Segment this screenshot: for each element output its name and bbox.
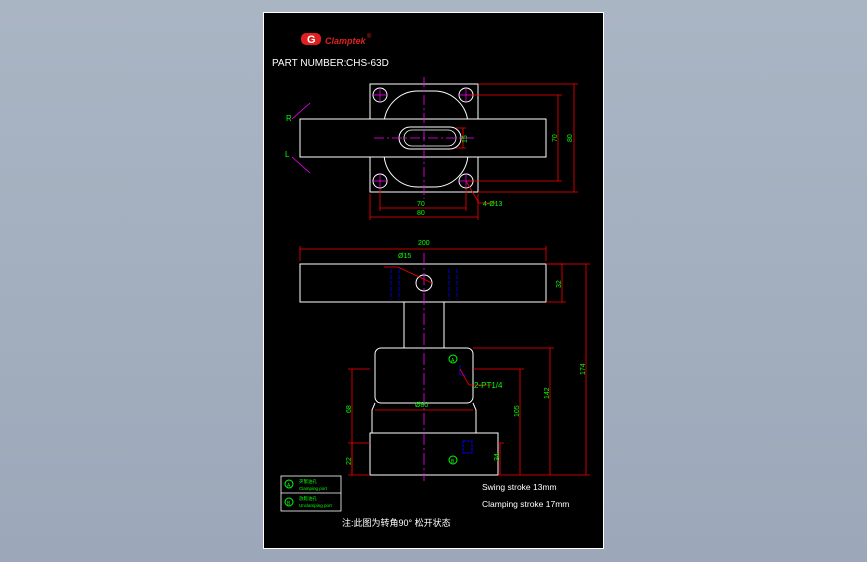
legend-a-mark: A — [287, 483, 291, 489]
dim-pin-diameter: Ø15 — [398, 253, 411, 260]
swing-direction-r-line — [291, 102, 311, 120]
dim-arm-length: 200 — [418, 240, 430, 247]
top-view: R L 70 80 70 80 15 4-Ø13 — [285, 77, 578, 220]
hole-callout: 4-Ø13 — [483, 201, 503, 208]
port-legend: A 夾緊油孔 Clamping port B 放鬆油孔 Unclamping p… — [280, 475, 342, 512]
logo-registered-mark: ® — [367, 33, 372, 40]
legend-a-circle — [284, 479, 294, 489]
logo-wordmark: Clamptek — [325, 36, 367, 46]
port-b-mark: B — [451, 459, 455, 465]
legend-b-en: Unclamping port — [299, 503, 333, 508]
spec-clamping-stroke: Clamping stroke 17mm — [482, 499, 569, 509]
dim-height-68: 68 — [346, 405, 353, 413]
port-a-circle — [448, 354, 458, 364]
front-arm-hidden-lines — [390, 269, 458, 300]
swing-label-l: L — [285, 150, 290, 159]
legend-a-en: Clamping port — [299, 486, 328, 491]
top-dimension-lines — [369, 83, 578, 220]
dim-arm-thickness: 32 — [556, 280, 563, 288]
front-flange — [369, 432, 499, 476]
drawing-note: 注:此图为转角90° 松开状态 — [342, 517, 451, 528]
part-number-value: CHS-63D — [346, 58, 389, 69]
drawing-sheet: G Clamptek ® PART NUMBER: CHS-63D R L — [263, 12, 604, 549]
dim-height-34: 34 — [494, 453, 501, 461]
front-dimension-lines — [299, 246, 590, 476]
part-number-label: PART NUMBER: — [272, 58, 346, 69]
port-a-mark: A — [451, 358, 455, 364]
legend-b-circle — [284, 497, 294, 507]
port-b-hidden — [462, 440, 473, 454]
dim-top-height-80: 80 — [567, 134, 574, 142]
company-logo: G Clamptek ® — [301, 33, 372, 46]
legend-b-mark: B — [287, 501, 291, 507]
dim-height-22: 22 — [346, 457, 353, 465]
port-callout: 2-PT1/4 — [474, 381, 503, 390]
dim-top-width-80: 80 — [417, 210, 425, 217]
port-a-hidden — [459, 365, 466, 376]
dim-height-105: 105 — [514, 405, 521, 417]
front-arm — [299, 263, 547, 303]
logo-letter: G — [307, 34, 316, 46]
swing-label-r: R — [286, 114, 292, 123]
logo-badge — [301, 33, 321, 45]
dim-height-142: 142 — [544, 387, 551, 399]
dim-body-diameter: Ø80 — [415, 402, 428, 409]
legend-box — [280, 475, 342, 512]
dim-slot-width: 15 — [462, 135, 469, 143]
dim-top-width-70: 70 — [417, 201, 425, 208]
swing-direction-l-line — [291, 156, 311, 174]
dim-top-height-70: 70 — [552, 134, 559, 142]
legend-b-cn: 放鬆油孔 — [299, 495, 317, 502]
technical-drawing: G Clamptek ® PART NUMBER: CHS-63D R L — [272, 33, 590, 528]
port-b-circle — [448, 455, 458, 465]
legend-a-cn: 夾緊油孔 — [299, 478, 317, 485]
dim-total-height: 174 — [580, 363, 587, 375]
spec-swing-stroke: Swing stroke 13mm — [482, 482, 557, 492]
front-cylinder-taper — [371, 402, 477, 433]
front-view: A B 200 Ø15 Ø80 32 174 142 105 68 22 34 — [299, 240, 590, 481]
